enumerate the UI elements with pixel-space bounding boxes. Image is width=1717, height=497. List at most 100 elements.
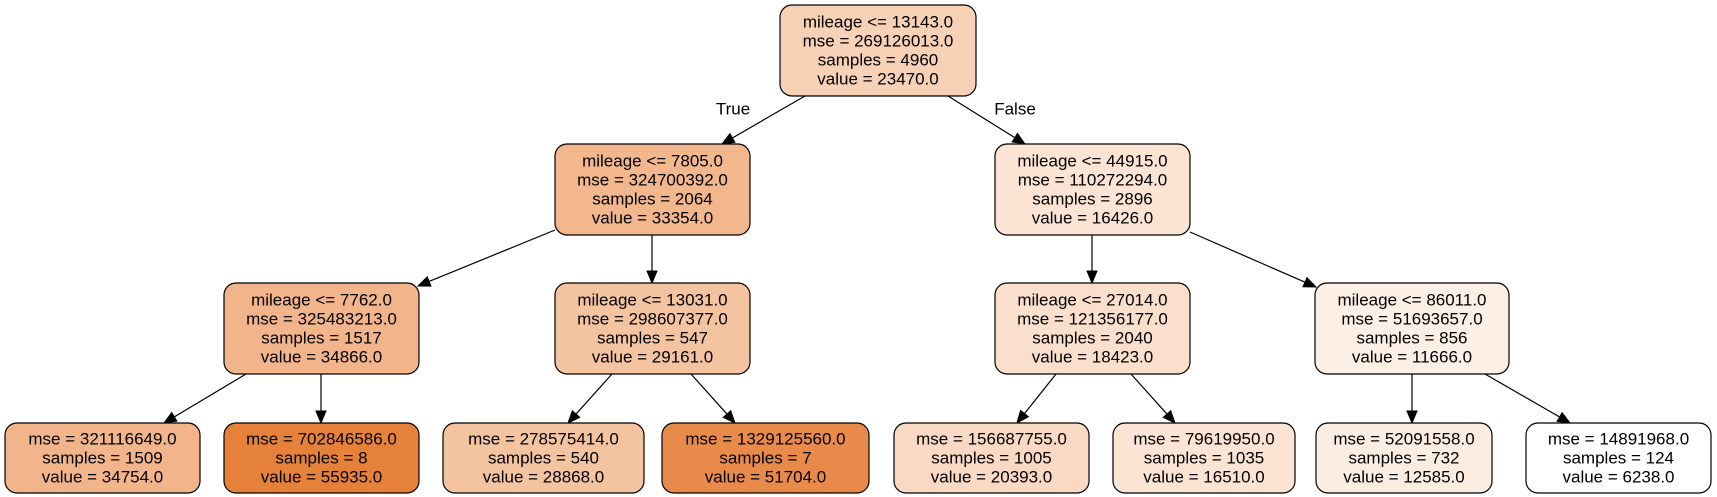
node-text-line: samples = 1509 — [42, 448, 163, 467]
edge-arrowhead — [315, 410, 327, 425]
node-text-line: samples = 1005 — [931, 448, 1052, 467]
node-text-line: mse = 14891968.0 — [1548, 429, 1689, 448]
node-text-line: mse = 321116649.0 — [28, 429, 176, 448]
node-text-line: value = 16510.0 — [1143, 467, 1264, 486]
node-text-line: samples = 2896 — [1032, 189, 1153, 208]
node-text-line: samples = 540 — [488, 448, 599, 467]
edge-arrowhead — [416, 275, 432, 287]
edge-line — [1484, 373, 1560, 418]
node-box — [554, 143, 751, 236]
node-text-line: value = 55935.0 — [261, 467, 382, 486]
edge-n12-n14 — [1484, 373, 1572, 424]
node-box — [1314, 282, 1510, 375]
node-text-line: mse = 110272294.0 — [1018, 170, 1168, 189]
node-text-line: mileage <= 27014.0 — [1017, 290, 1167, 309]
node-text-line: mileage <= 86011.0 — [1337, 290, 1486, 309]
edge-arrowhead — [162, 411, 178, 424]
edge-arrowhead — [1302, 276, 1318, 288]
node-box — [554, 282, 751, 375]
node-text-line: samples = 124 — [1563, 448, 1674, 467]
node-text-line: mse = 156687755.0 — [916, 429, 1067, 448]
node-text-line: value = 34866.0 — [261, 347, 382, 366]
node-text-line: mse = 121356177.0 — [1017, 309, 1168, 328]
edges-layer: True False — [162, 95, 1572, 425]
node-text-line: value = 20393.0 — [931, 467, 1052, 486]
node-box — [1112, 422, 1296, 494]
node-text-line: value = 12585.0 — [1343, 467, 1464, 486]
edge-n1-n5 — [646, 235, 658, 285]
edge-arrowhead — [1406, 410, 1418, 425]
node-text-line: samples = 856 — [1356, 328, 1467, 347]
node-text-line: samples = 1517 — [261, 328, 382, 347]
edge-line — [732, 95, 806, 139]
node-text-line: value = 34754.0 — [42, 467, 163, 486]
edge-arrowhead — [722, 409, 736, 424]
node-text-line: value = 51704.0 — [705, 467, 826, 486]
node-box — [442, 422, 645, 494]
edge-line — [1189, 231, 1306, 283]
node-box — [1315, 422, 1493, 494]
node-text-line: value = 11666.0 — [1352, 347, 1472, 366]
edge-line — [1130, 373, 1168, 415]
node-box — [893, 422, 1090, 494]
edge-n0-n8: False — [947, 95, 1036, 145]
node-text-line: value = 28868.0 — [483, 467, 604, 486]
node-text-line: mileage <= 7762.0 — [251, 290, 392, 309]
node-text-line: value = 23470.0 — [817, 69, 938, 88]
node-text-line: mse = 79619950.0 — [1133, 429, 1274, 448]
edge-n0-n1: True — [716, 95, 806, 145]
node-text-line: value = 33354.0 — [592, 208, 713, 227]
node-text-line: samples = 547 — [597, 328, 708, 347]
node-text-line: mse = 52091558.0 — [1333, 429, 1474, 448]
edge-arrowhead — [567, 409, 581, 424]
node-box — [1525, 422, 1712, 494]
node-box — [223, 422, 420, 494]
edge-n2-n4 — [315, 374, 327, 425]
node-box — [994, 143, 1191, 236]
edge-line — [947, 95, 1016, 139]
edge-label-true: True — [716, 99, 750, 118]
edge-n8-n12 — [1189, 231, 1318, 288]
node-text-line: mse = 269126013.0 — [803, 31, 954, 50]
edge-n9-n11 — [1130, 373, 1176, 424]
edge-arrowhead — [1016, 409, 1030, 425]
edge-n8-n9 — [1086, 235, 1098, 285]
edge-n1-n2 — [416, 229, 556, 287]
node-box — [661, 422, 870, 494]
node-text-line: mse = 278575414.0 — [468, 429, 619, 448]
node-text-line: samples = 8 — [275, 448, 367, 467]
edge-arrowhead — [1556, 411, 1572, 424]
edge-n5-n6 — [567, 373, 613, 424]
node-text-line: value = 6238.0 — [1562, 467, 1674, 486]
node-text-line: samples = 2040 — [1032, 328, 1153, 347]
node-text-line: mse = 51693657.0 — [1341, 309, 1482, 328]
node-text-line: value = 29161.0 — [592, 347, 713, 366]
edge-line — [575, 373, 613, 415]
node-text-line: value = 16426.0 — [1032, 208, 1153, 227]
node-text-line: mse = 298607377.0 — [577, 309, 728, 328]
node-text-line: value = 18423.0 — [1032, 347, 1153, 366]
node-text-line: mileage <= 13031.0 — [577, 290, 727, 309]
node-box — [4, 422, 201, 494]
node-text-line: mse = 325483213.0 — [246, 309, 397, 328]
edge-line — [690, 373, 728, 415]
node-text-line: mse = 702846586.0 — [246, 429, 397, 448]
node-text-line: samples = 1035 — [1144, 448, 1265, 467]
node-text-line: samples = 2064 — [592, 189, 713, 208]
edge-label-false: False — [994, 99, 1036, 118]
node-text-line: mileage <= 13143.0 — [803, 12, 953, 31]
node-text-line: mse = 1329125560.0 — [685, 429, 845, 448]
node-text-line: mse = 324700392.0 — [577, 170, 728, 189]
